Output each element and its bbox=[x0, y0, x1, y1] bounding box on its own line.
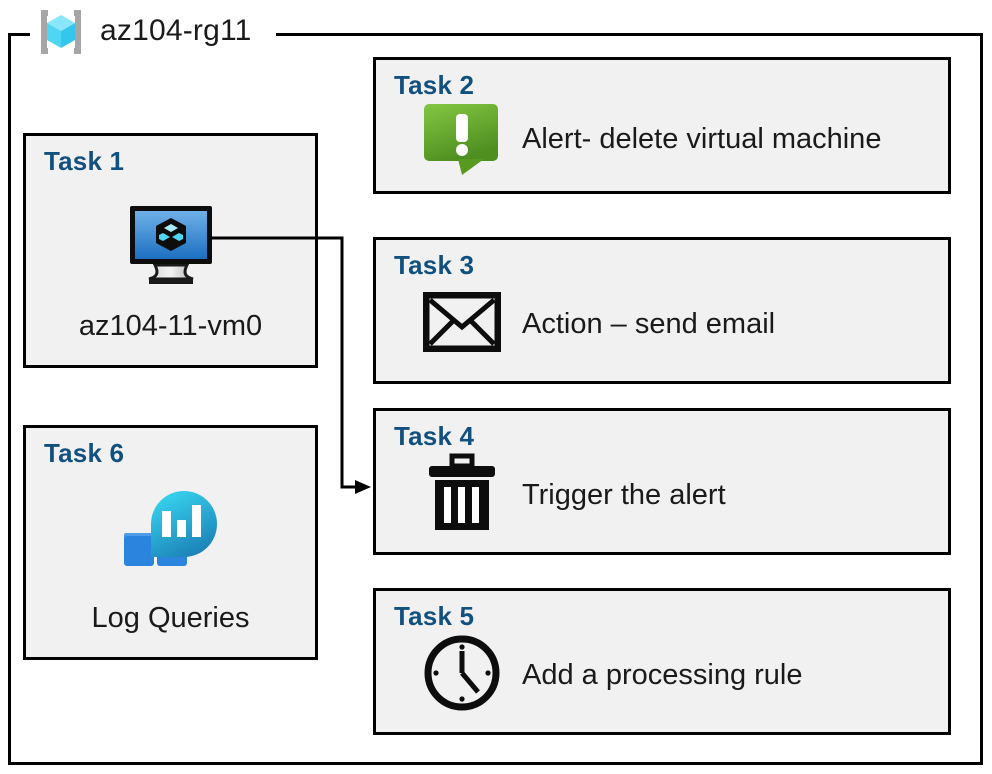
task6-caption: Log Queries bbox=[91, 602, 250, 634]
task1-caption: az104-11-vm0 bbox=[78, 310, 263, 342]
task4-caption: Trigger the alert bbox=[522, 479, 726, 511]
task3-icon-wrap bbox=[418, 282, 506, 366]
task4-title: Task 4 bbox=[394, 421, 475, 451]
task5-title: Task 5 bbox=[394, 601, 475, 631]
task4-icon-wrap bbox=[418, 453, 506, 537]
task1-icon-wrap bbox=[26, 194, 315, 299]
task6-title: Task 6 bbox=[44, 438, 125, 468]
resource-group-container bbox=[8, 33, 983, 765]
task2-title: Task 2 bbox=[394, 70, 475, 100]
task5-icon-wrap bbox=[418, 633, 506, 717]
log-analytics-icon bbox=[119, 486, 223, 591]
clock-icon bbox=[422, 633, 502, 718]
task5-box[interactable]: Task 5 Add a processing rule bbox=[373, 588, 951, 735]
resource-group-label: az104-rg11 bbox=[100, 14, 252, 47]
task3-title: Task 3 bbox=[394, 250, 475, 280]
task3-box[interactable]: Task 3 Action – send email bbox=[373, 237, 951, 384]
virtual-machine-icon bbox=[125, 203, 217, 290]
envelope-icon bbox=[422, 291, 502, 357]
task1-title: Task 1 bbox=[44, 146, 125, 176]
task6-box[interactable]: Task 6 bbox=[23, 425, 318, 660]
task2-caption: Alert- delete virtual machine bbox=[522, 123, 882, 155]
resource-group-cube-icon bbox=[37, 7, 85, 57]
task3-caption: Action – send email bbox=[522, 308, 776, 340]
trash-can-icon bbox=[426, 453, 498, 538]
alert-exclamation-icon bbox=[422, 98, 502, 181]
task5-caption: Add a processing rule bbox=[522, 659, 803, 691]
task2-icon-wrap bbox=[418, 98, 506, 180]
task2-box[interactable]: Task 2 Alert- delete virtual mac bbox=[373, 57, 951, 194]
task1-box[interactable]: Task 1 bbox=[23, 133, 318, 368]
task4-box[interactable]: Task 4 Trigger the alert bbox=[373, 408, 951, 555]
task6-icon-wrap bbox=[26, 486, 315, 591]
